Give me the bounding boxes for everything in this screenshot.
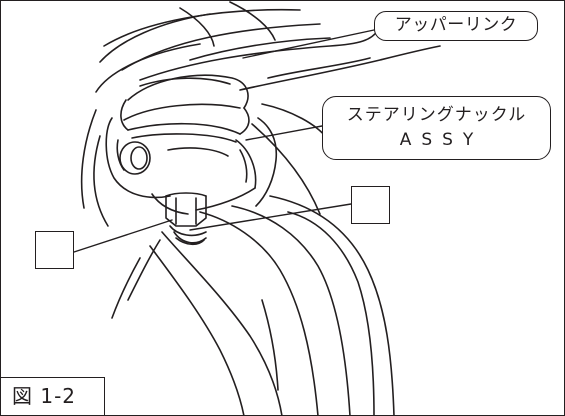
leader-upper-link	[242, 29, 375, 59]
ball-joint-boot	[120, 74, 250, 157]
steering-knuckle-body	[105, 103, 331, 215]
steering-knuckle-callout: ステアリングナックル ASSY	[322, 96, 551, 160]
castle-nut	[165, 192, 207, 246]
upper-link-callout: アッパーリンク	[374, 11, 538, 41]
figure-number-label: 図 1-2	[0, 377, 105, 416]
leader-left-box	[73, 219, 173, 253]
steering-knuckle-callout-line1: ステアリングナックル	[346, 105, 527, 125]
leader-right-box	[189, 203, 352, 231]
leader-knuckle	[245, 125, 323, 141]
blank-answer-box-right[interactable]	[351, 186, 390, 224]
blank-answer-box-left[interactable]	[35, 231, 74, 269]
upper-link-outline	[95, 1, 441, 93]
leader-lines	[73, 29, 375, 253]
steering-knuckle-callout-line2: ASSY	[399, 130, 484, 150]
